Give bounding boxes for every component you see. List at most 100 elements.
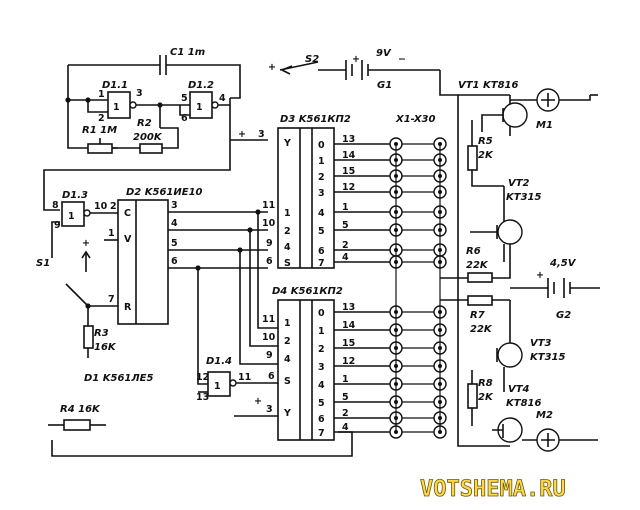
svg-text:6: 6 bbox=[268, 371, 275, 382]
d3-ext-1: 14 bbox=[342, 150, 356, 161]
svg-text:+: + bbox=[268, 62, 276, 73]
r2-label: R2 bbox=[137, 118, 152, 129]
r2-value: 200K bbox=[133, 132, 163, 143]
vt2-label: VT2 bbox=[508, 178, 530, 189]
svg-text:2: 2 bbox=[110, 201, 117, 212]
svg-text:2: 2 bbox=[284, 226, 291, 237]
d4-ext-1: 14 bbox=[342, 320, 356, 331]
d4-ext-3: 12 bbox=[342, 356, 355, 367]
d13-label: D1.3 bbox=[62, 190, 88, 201]
svg-text:+: + bbox=[82, 238, 90, 249]
m1-label: M1 bbox=[536, 120, 553, 131]
svg-text:S: S bbox=[284, 258, 291, 269]
d4-out-1: 1 bbox=[318, 326, 325, 337]
svg-text:+: + bbox=[238, 129, 246, 140]
svg-text:7: 7 bbox=[108, 294, 115, 305]
d3-out-5: 5 bbox=[318, 226, 325, 237]
s2-label: S2 bbox=[305, 54, 319, 65]
d3-out-2: 2 bbox=[318, 172, 325, 183]
r4-label: R4 16K bbox=[60, 404, 101, 415]
d3-label: D3 K561КП2 bbox=[280, 114, 351, 125]
svg-text:3: 3 bbox=[266, 404, 273, 415]
r7-resistor bbox=[467, 295, 493, 306]
r7-label: R7 bbox=[470, 310, 485, 321]
svg-text:3: 3 bbox=[136, 88, 143, 99]
svg-text:1: 1 bbox=[284, 318, 291, 329]
d4-ext-6: 2 bbox=[342, 408, 349, 419]
d3-out-0: 0 bbox=[318, 140, 325, 151]
r8-value: 2K bbox=[478, 392, 494, 403]
d4-out-2: 2 bbox=[318, 344, 325, 355]
svg-text:+: + bbox=[536, 270, 544, 281]
svg-text:9: 9 bbox=[54, 220, 61, 231]
vt3-type: KT315 bbox=[530, 352, 565, 363]
watermark: VOTSHEMA.RU bbox=[420, 477, 566, 502]
d2-pin-r: R bbox=[124, 302, 132, 313]
vt3-label: VT3 bbox=[530, 338, 552, 349]
svg-text:3: 3 bbox=[258, 129, 265, 140]
d3-ext-4: 1 bbox=[342, 202, 349, 213]
svg-text:6: 6 bbox=[181, 113, 188, 124]
svg-text:−: − bbox=[398, 54, 406, 65]
m2-label: M2 bbox=[536, 410, 553, 421]
vt4-type: KT816 bbox=[506, 398, 541, 409]
s1-label: S1 bbox=[36, 258, 50, 269]
d4-chip bbox=[277, 299, 335, 441]
svg-text:1: 1 bbox=[196, 102, 203, 113]
d12-label: D1.2 bbox=[188, 80, 214, 91]
d4-out-6: 6 bbox=[318, 414, 325, 425]
r3-resistor bbox=[83, 325, 94, 349]
power-switch-battery-g1: + S2 + − 9V G1 bbox=[268, 48, 440, 91]
r6-value: 22K bbox=[466, 260, 489, 271]
svg-text:2: 2 bbox=[98, 113, 105, 124]
svg-text:4: 4 bbox=[219, 93, 226, 104]
d4-out-0: 0 bbox=[318, 308, 325, 319]
svg-text:1: 1 bbox=[284, 208, 291, 219]
r5-value: 2K bbox=[478, 150, 494, 161]
svg-text:8: 8 bbox=[52, 200, 59, 211]
vt3-transistor bbox=[497, 342, 523, 368]
svg-text:1: 1 bbox=[98, 89, 105, 100]
d4-ext-0: 13 bbox=[342, 302, 355, 313]
svg-text:+: + bbox=[254, 396, 262, 407]
r3-label: R3 bbox=[94, 328, 109, 339]
counter-d2: D2 K561ИЕ10 C V R 1 7 3 4 5 6 bbox=[104, 187, 268, 325]
svg-text:10: 10 bbox=[262, 218, 276, 229]
svg-text:1: 1 bbox=[108, 228, 115, 239]
r6-resistor bbox=[467, 272, 493, 283]
mux-d4: D4 K561КП2 1 2 4 S Y 11 10 9 + 3 bbox=[234, 212, 343, 441]
oscillator-section: C1 1m 1 1 2 3 D1.1 1 5 6 4 D1.2 R1 1M R2… bbox=[43, 47, 268, 211]
svg-text:Y: Y bbox=[283, 138, 291, 149]
g2-voltage: 4,5V bbox=[549, 258, 577, 269]
r6-label: R6 bbox=[466, 246, 481, 257]
d2-pin-c: C bbox=[124, 208, 131, 219]
r1-resistor bbox=[87, 143, 113, 154]
d1-label: D1 K561ЛЕ5 bbox=[84, 373, 154, 384]
svg-text:6: 6 bbox=[266, 256, 273, 267]
d3-ext-5: 5 bbox=[342, 220, 349, 231]
g1-voltage: 9V bbox=[376, 48, 392, 59]
svg-text:13: 13 bbox=[196, 392, 209, 403]
svg-text:9: 9 bbox=[266, 350, 273, 361]
svg-text:S: S bbox=[284, 376, 291, 387]
d3-out-4: 4 bbox=[318, 208, 325, 219]
d3-ext-2: 15 bbox=[342, 166, 355, 177]
d4-label: D4 K561КП2 bbox=[272, 286, 343, 297]
r2-resistor bbox=[139, 143, 163, 154]
svg-text:+: + bbox=[352, 54, 360, 65]
svg-text:4: 4 bbox=[284, 242, 291, 253]
svg-text:5: 5 bbox=[171, 238, 178, 249]
svg-text:12: 12 bbox=[196, 372, 209, 383]
r1-label: R1 1M bbox=[82, 125, 117, 136]
vt1-label: VT1 KT816 bbox=[458, 80, 518, 91]
d3-out-6: 6 bbox=[318, 246, 325, 257]
svg-text:4: 4 bbox=[284, 354, 291, 365]
d2-chip bbox=[117, 199, 169, 325]
svg-text:10: 10 bbox=[94, 201, 108, 212]
svg-text:1: 1 bbox=[113, 102, 120, 113]
d4-ext-5: 5 bbox=[342, 392, 349, 403]
d3-out-7: 7 bbox=[318, 258, 325, 269]
vt1-transistor bbox=[502, 102, 528, 128]
vt2-transistor bbox=[497, 219, 523, 245]
